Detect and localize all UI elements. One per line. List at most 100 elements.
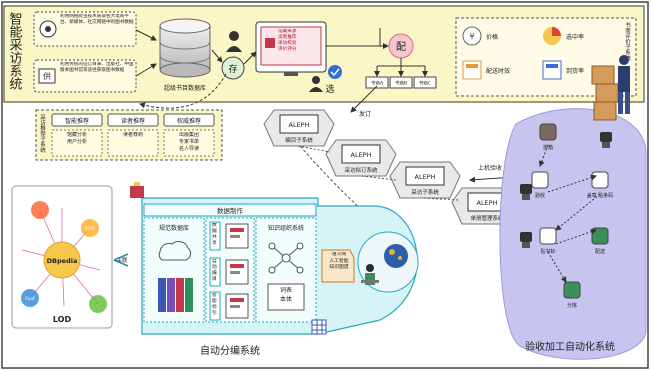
semantic-text: 语义网 人工智能 知识图谱 [329, 252, 349, 271]
monitor-screen [260, 26, 322, 66]
lod-node [21, 289, 39, 307]
checkin-label: 上机验收 [478, 164, 502, 172]
network-icon [268, 242, 304, 274]
bookseller-box [365, 76, 389, 89]
process-auto_edit-tab [209, 257, 221, 287]
source-web-text: 利用网络爬虫技术获取各大电商平台、新媒体、社交网络中的图书数据 [60, 14, 134, 25]
process-icon-bar [230, 264, 244, 268]
recommend-authority-box [163, 129, 215, 157]
acquisition-title: 智能采访系统 [7, 12, 23, 91]
recommend-reader-button [107, 113, 159, 127]
acceptance-title: 验收加工自动化系统 [525, 340, 615, 353]
robot-icon [600, 132, 612, 142]
lod-node-label: Foaf [25, 296, 35, 302]
book-gift-icon [130, 182, 144, 198]
process-smart_tag-tab [209, 291, 221, 321]
robot-body [602, 142, 610, 148]
recommend-smart-desc: 馆藏分析 用户分析 [66, 132, 87, 145]
process-data_share-tab [209, 221, 221, 251]
librarian-icon [226, 31, 242, 52]
ai-head-icon [384, 244, 408, 268]
acceptance-step-icon [531, 171, 549, 189]
lens-dot-icon [45, 26, 51, 32]
store-node [221, 56, 245, 80]
semantic-box [321, 249, 355, 283]
assign-label: 配 [396, 41, 406, 53]
aleph-module-label: 编目子系统 [285, 136, 313, 144]
lod-link-label: 关联 [116, 256, 128, 264]
lod-label: LOD [53, 315, 72, 324]
arrow-order [350, 85, 378, 113]
check-mark-icon [330, 68, 340, 77]
lod-link-icon [113, 253, 129, 267]
acceptance-step-label: 盖章 贴条码 [587, 192, 614, 199]
aleph-connector [297, 145, 331, 153]
eval-item-label: 价格 [486, 33, 498, 41]
cloud-icon [158, 240, 192, 261]
aleph-brand: ALEPH [415, 173, 436, 181]
dbpedia-node [43, 241, 81, 279]
robot-icon [520, 184, 532, 194]
acceptance-flow-arrow [547, 251, 567, 283]
publisher-icon [38, 68, 56, 84]
recommend-authority-button [163, 113, 215, 127]
bookseller-box [413, 76, 437, 89]
worker-illustration [591, 55, 630, 121]
acceptance-step-label: 验收 [535, 192, 545, 199]
pick-label: 选 [325, 83, 334, 95]
knowledge-label: 知识组织系统 [268, 224, 304, 232]
lod-node [81, 219, 99, 237]
aleph-screen [341, 144, 381, 164]
cataloging-title: 自动分编系统 [200, 344, 260, 357]
process-icon-line [230, 235, 240, 238]
recommend-smart-box [51, 129, 103, 157]
recommend-smart-button [51, 113, 103, 127]
arrow-store-monitor [243, 51, 257, 65]
monitor-app-icon [265, 38, 275, 48]
process-data_share-label: 数据共享 [212, 223, 217, 246]
lod-node [89, 295, 107, 313]
dashed-loop [139, 73, 227, 109]
bookseller-box [389, 76, 413, 89]
monitor-stand [284, 72, 298, 76]
acceptance-step-icon [539, 123, 557, 141]
aleph-brand: ALEPH [477, 199, 498, 207]
process-icon-line [230, 305, 240, 308]
acceptance-step-icon [539, 227, 557, 245]
pie-slice-icon [552, 27, 561, 36]
eval-item-label: 到货率 [566, 67, 584, 75]
process-auto_edit-label: 自动编目 [212, 259, 217, 282]
doc-chart-icon [542, 60, 562, 80]
price-icon [462, 26, 482, 46]
process-icon-line [230, 271, 240, 274]
eval-side-title: 书商评价子系统 [624, 21, 631, 62]
thesaurus-text: 词表 本体 [279, 287, 292, 303]
aleph-brand: ALEPH [351, 151, 372, 159]
recommend-authority-desc: 出版集团 专家书单 名人导读 [178, 132, 199, 152]
bookseller-label: 书商B [395, 80, 407, 87]
source-web-box [33, 11, 137, 47]
check-badge-icon [328, 65, 342, 79]
acceptance-flow-arrow [555, 228, 597, 245]
eval-item-label: 配送时效 [486, 67, 510, 75]
arrow-db-store [211, 49, 223, 63]
acceptance-step-icon [591, 171, 609, 189]
aleph-brand: ALEPH [289, 121, 310, 129]
acceptance-step-icon [563, 281, 581, 299]
cursor-grid-icon [311, 319, 327, 335]
recommend-smart-label: 智能推荐 [65, 117, 89, 125]
mega-database-icon [159, 18, 211, 78]
clock-calendar-icon [462, 60, 482, 80]
selector-person-icon [309, 76, 323, 92]
recommend-authority-label: 权威推荐 [177, 117, 201, 125]
data-making-label: 数据制作 [217, 206, 244, 215]
aleph-module-label: 采访拟订系统 [344, 166, 378, 174]
data-making-bar [143, 203, 317, 217]
lod-node [31, 201, 49, 219]
order-label: 发订 [359, 110, 371, 118]
aleph-screen [279, 114, 319, 134]
recommend-reader-desc: 读者荐购 [122, 132, 143, 138]
thesaurus-box [267, 283, 305, 311]
